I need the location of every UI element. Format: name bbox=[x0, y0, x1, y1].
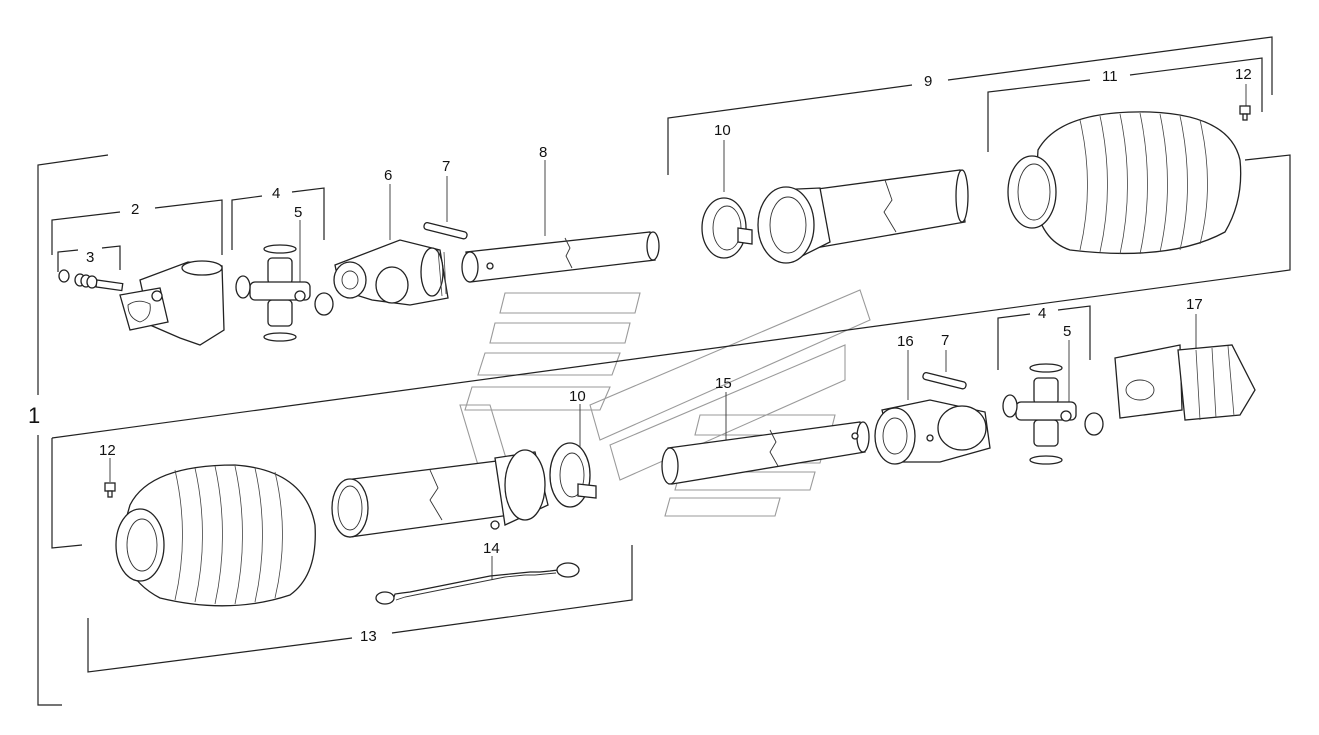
part-17-yoke bbox=[1114, 344, 1256, 421]
part-2-yoke bbox=[119, 260, 225, 346]
part-8-inner-tube bbox=[461, 231, 660, 283]
bracket-2 bbox=[51, 199, 223, 255]
bracket-11 bbox=[987, 57, 1263, 152]
label-3: 3 bbox=[86, 249, 94, 266]
label-17: 17 bbox=[1186, 296, 1203, 313]
part-7-pin-upper bbox=[423, 221, 468, 240]
label-7-lower: 7 bbox=[941, 332, 949, 349]
bracket-1 bbox=[37, 154, 109, 706]
label-6: 6 bbox=[384, 167, 392, 184]
label-9: 9 bbox=[924, 73, 932, 90]
part-12-screw-upper bbox=[1239, 105, 1251, 121]
leader-lines bbox=[109, 84, 1247, 580]
part-9-outer-tube bbox=[757, 169, 969, 264]
bracket-3 bbox=[57, 245, 121, 272]
label-12-upper: 12 bbox=[1235, 66, 1252, 83]
label-1: 1 bbox=[28, 403, 40, 428]
label-11: 11 bbox=[1102, 68, 1118, 85]
part-11-guard-cone-upper bbox=[1007, 111, 1242, 255]
part-labels: 1 2 3 4 5 6 7 8 9 10 11 12 17 4 5 7 16 1… bbox=[28, 66, 1252, 645]
part-12-screw-lower bbox=[104, 482, 116, 498]
row-divider-bottom bbox=[51, 438, 83, 549]
bracket-4-lower bbox=[997, 305, 1091, 370]
part-10-bearing-ring-upper bbox=[701, 197, 753, 259]
label-4-lower: 4 bbox=[1038, 305, 1046, 322]
part-10-bearing-ring-lower bbox=[549, 442, 597, 508]
part-13-guard-cone-lower bbox=[115, 464, 316, 607]
label-4-upper: 4 bbox=[272, 185, 280, 202]
part-3-bolt-set bbox=[58, 269, 124, 292]
label-15: 15 bbox=[715, 375, 732, 392]
label-5-lower: 5 bbox=[1063, 323, 1071, 340]
part-16-yoke bbox=[874, 399, 991, 465]
label-16: 16 bbox=[897, 333, 914, 350]
label-14: 14 bbox=[483, 540, 500, 557]
label-5-upper: 5 bbox=[294, 204, 302, 221]
watermark-logo bbox=[459, 289, 871, 517]
label-7-upper: 7 bbox=[442, 158, 450, 175]
part-4-cross-upper bbox=[235, 244, 334, 342]
label-2: 2 bbox=[131, 201, 139, 218]
label-13: 13 bbox=[360, 628, 377, 645]
label-10-lower: 10 bbox=[569, 388, 586, 405]
row-divider-top bbox=[51, 154, 1291, 439]
part-4-cross-lower bbox=[1002, 363, 1104, 465]
bracket-13 bbox=[87, 545, 633, 673]
bracket-9 bbox=[667, 36, 1273, 175]
label-10-upper: 10 bbox=[714, 122, 731, 139]
label-12-lower: 12 bbox=[99, 442, 116, 459]
label-8: 8 bbox=[539, 144, 547, 161]
part-13-outer-tube-lower bbox=[331, 449, 549, 538]
part-15-inner-tube bbox=[661, 421, 870, 485]
part-7-pin-lower bbox=[922, 371, 967, 390]
part-6-yoke bbox=[333, 239, 449, 306]
part-14-chain bbox=[375, 562, 580, 605]
bracket-4-upper bbox=[231, 187, 325, 250]
